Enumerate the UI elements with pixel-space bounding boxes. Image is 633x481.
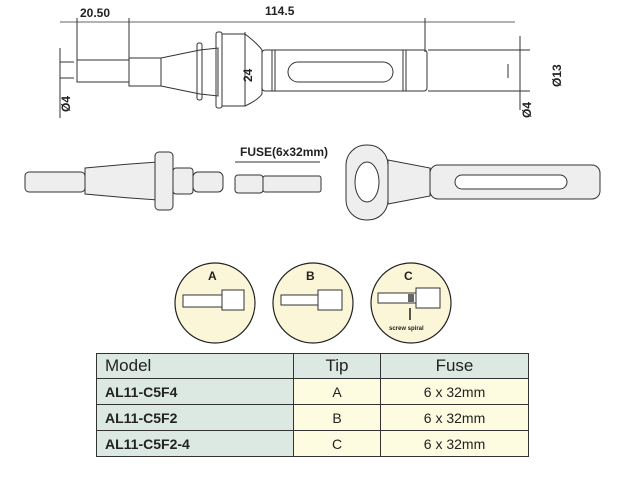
tip-b-detail: B <box>272 262 354 344</box>
dim-flange: 24 <box>241 68 255 82</box>
dim-handle-diameter: Ø13 <box>550 64 564 87</box>
table-row: AL11-C5F4 A 6 x 32mm <box>96 378 529 405</box>
header-model: Model <box>96 353 294 379</box>
header-tip: Tip <box>293 353 381 379</box>
cell-fuse: 6 x 32mm <box>380 378 529 405</box>
svg-text:A: A <box>208 269 217 283</box>
table-row: AL11-C5F2-4 C 6 x 32mm <box>96 430 529 457</box>
svg-text:C: C <box>404 269 413 283</box>
header-fuse: Fuse <box>380 353 529 379</box>
tip-c-detail: C screw spiral <box>370 262 452 344</box>
table-header: Model Tip Fuse <box>96 353 529 379</box>
cell-tip: C <box>293 430 381 457</box>
dim-tip-length: 20.50 <box>80 6 110 20</box>
dim-cord-diameter: Ø4 <box>520 102 534 118</box>
tip-a-detail: A <box>174 262 256 344</box>
cell-model: AL11-C5F4 <box>96 378 294 405</box>
cell-tip: B <box>293 404 381 431</box>
cell-fuse: 6 x 32mm <box>380 430 529 457</box>
table-row: AL11-C5F2 B 6 x 32mm <box>96 404 529 431</box>
cell-model: AL11-C5F2-4 <box>96 430 294 457</box>
model-table: Model Tip Fuse AL11-C5F4 A 6 x 32mm AL11… <box>96 353 529 457</box>
side-view-drawing <box>59 18 530 118</box>
svg-text:B: B <box>306 269 315 283</box>
dim-tip-diameter: Ø4 <box>59 96 73 112</box>
fuse-label: FUSE(6x32mm) <box>240 145 328 159</box>
dim-body-length: 114.5 <box>265 4 295 18</box>
cell-tip: A <box>293 378 381 405</box>
cell-model: AL11-C5F2 <box>96 404 294 431</box>
cell-fuse: 6 x 32mm <box>380 404 529 431</box>
exploded-view-drawing <box>24 144 601 221</box>
screw-spiral-label: screw spiral <box>389 326 424 332</box>
